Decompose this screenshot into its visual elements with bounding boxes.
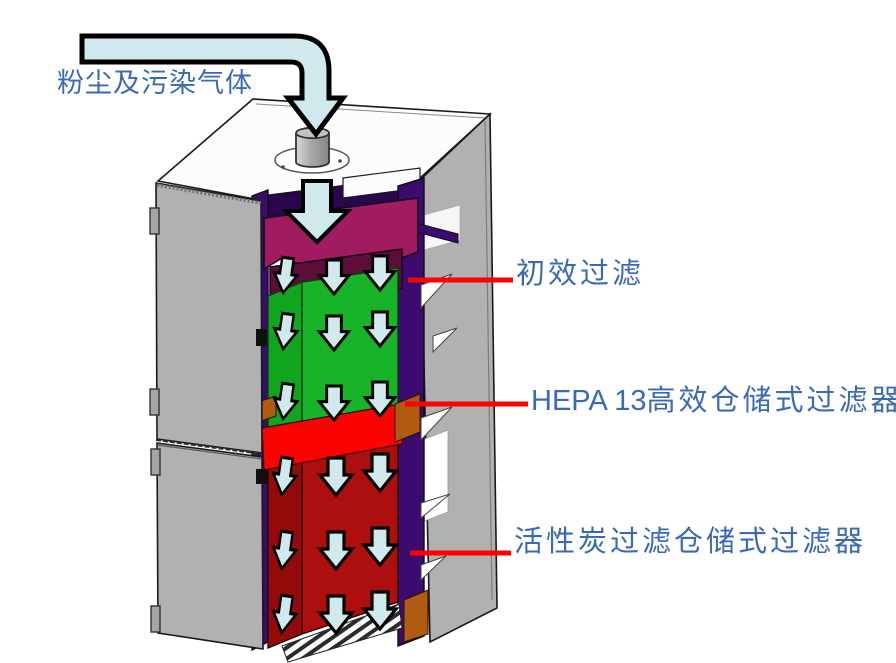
door-latch (256, 329, 267, 346)
left-door-upper (155, 182, 263, 454)
door-seam (156, 444, 263, 460)
hepa-filter-panel (261, 402, 407, 471)
door-hinge (149, 207, 160, 235)
callout-carbon-filter: 活性炭过滤仓储式过滤器 (514, 526, 866, 557)
door-hinge (149, 388, 160, 416)
shelf-bracket (420, 555, 447, 582)
door-seam (155, 439, 263, 455)
inlet-flow-arrow-icon (79, 33, 348, 139)
callout-text: 活性炭过滤仓储式过滤器 (514, 524, 867, 558)
shelf-bracket (420, 493, 451, 520)
flange-bolt (281, 165, 285, 169)
callout-hepa-filter: HEPA 13高效仓储式过滤器 (531, 385, 896, 416)
door-hinge (150, 448, 161, 476)
shelf-bracket (432, 327, 458, 354)
shelf-bracket (420, 406, 453, 442)
door-top-hinge-edge (156, 183, 262, 205)
right-panel-fold-edge (484, 120, 493, 601)
inlet-flow-label: 粉尘及污染气体 (57, 68, 253, 99)
door-hinge (150, 605, 161, 633)
callout-text: 初效过滤 (516, 256, 645, 290)
left-door-lower (156, 442, 264, 650)
airflow-arrow-icon (281, 179, 353, 245)
callout-prefix: HEPA 13 (531, 385, 647, 417)
flange-bolt (338, 159, 342, 163)
callout-text: 高效仓储式过滤器 (646, 383, 896, 417)
door-latch (256, 469, 267, 484)
callout-primary-filter: 初效过滤 (516, 258, 644, 289)
rail-orange-bottom (403, 589, 429, 643)
